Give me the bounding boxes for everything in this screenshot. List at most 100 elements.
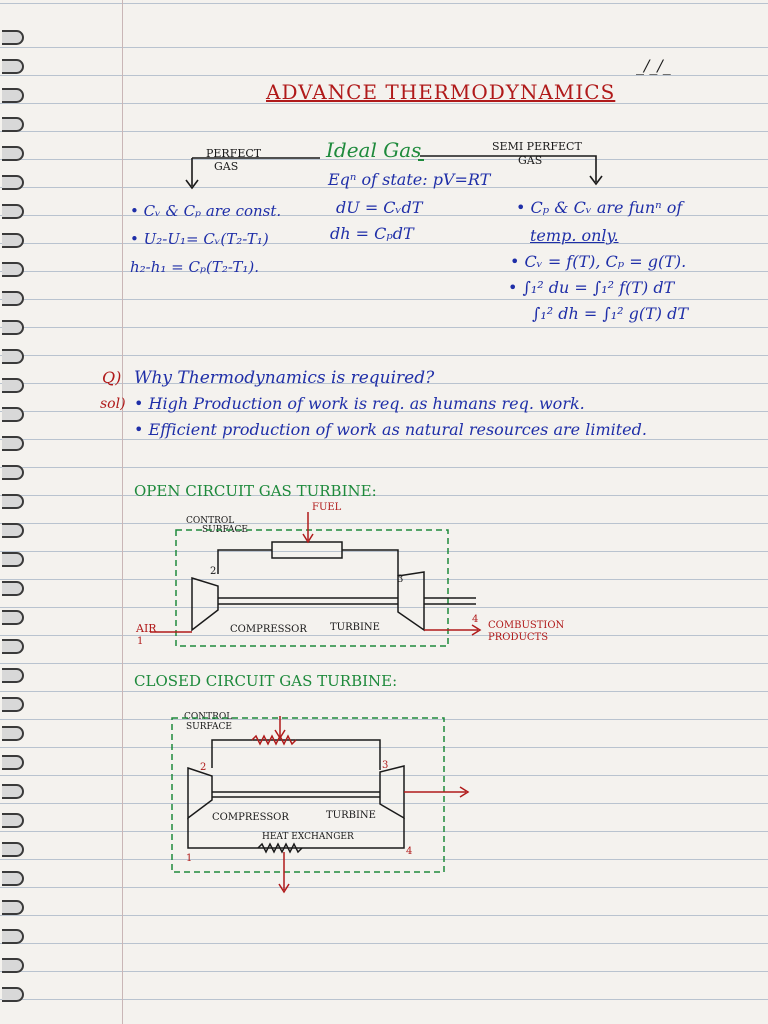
- spiral-ring: [2, 784, 24, 799]
- closed-turbine: [379, 765, 405, 820]
- spiral-ring: [2, 929, 24, 944]
- fuel-label: FUEL: [312, 502, 342, 513]
- closed-state-3: 3: [382, 760, 389, 771]
- spiral-ring: [2, 204, 24, 219]
- semi-perfect-gas-label-1: SEMI PERFECT: [492, 140, 582, 153]
- closed-control-label-1: CONTROL: [184, 712, 233, 722]
- closed-turbine-label: TURBINE: [326, 810, 376, 821]
- spiral-ring: [2, 726, 24, 741]
- spiral-ring: [2, 30, 24, 45]
- spiral-ring: [2, 552, 24, 567]
- semi-perfect-point-5: ∫₁² dh = ∫₁² g(T) dT: [532, 304, 689, 323]
- answer-1: • High Production of work is req. as hum…: [134, 394, 585, 413]
- spiral-ring: [2, 349, 24, 364]
- spiral-ring: [2, 639, 24, 654]
- open-flow-lines: [217, 549, 399, 576]
- spiral-ring: [2, 523, 24, 538]
- closed-state-2: 2: [200, 762, 207, 773]
- page-title: ADVANCE THERMODYNAMICS: [266, 80, 616, 104]
- spiral-ring: [2, 987, 24, 1002]
- spiral-ring: [2, 320, 24, 335]
- fuel-arrowhead: [302, 533, 314, 544]
- spiral-ring: [2, 494, 24, 509]
- open-control-label-1: CONTROL: [186, 516, 235, 526]
- open-compressor-label: COMPRESSOR: [230, 624, 307, 635]
- ideal-gas-heading: Ideal Gas: [326, 138, 422, 162]
- spiral-ring: [2, 697, 24, 712]
- spiral-ring: [2, 465, 24, 480]
- heater-coil: [251, 734, 297, 746]
- spiral-ring: [2, 900, 24, 915]
- heat-exchanger-coil: [257, 842, 303, 854]
- spiral-ring: [2, 407, 24, 422]
- perfect-gas-label-1: PERFECT: [206, 147, 262, 160]
- spiral-ring: [2, 581, 24, 596]
- closed-control-label-2: SURFACE: [186, 722, 232, 732]
- exhaust-arrowhead: [471, 624, 482, 636]
- dh-relation: dh = CₚdT: [330, 224, 414, 243]
- semi-perfect-point-3: • Cᵥ = f(T), Cₚ = g(T).: [510, 252, 687, 271]
- work-out-arrowhead: [459, 786, 470, 798]
- spiral-ring: [2, 117, 24, 132]
- spiral-ring: [2, 59, 24, 74]
- closed-compressor-label: COMPRESSOR: [212, 812, 289, 823]
- perfect-gas-point-3: h₂-h₁ = Cₚ(T₂-T₁).: [130, 258, 260, 276]
- open-state-3: 3: [397, 574, 404, 585]
- closed-state-1: 1: [186, 853, 193, 864]
- heat-exchanger-label: HEAT EXCHANGER: [262, 832, 354, 842]
- open-compressor: [191, 576, 219, 632]
- ideal-gas-branches: [185, 155, 603, 190]
- spiral-ring: [2, 755, 24, 770]
- semi-perfect-point-2: temp. only.: [530, 226, 619, 245]
- closed-shaft: [212, 791, 380, 798]
- open-cycle-heading: OPEN CIRCUIT GAS TURBINE:: [134, 482, 377, 500]
- spiral-ring: [2, 958, 24, 973]
- combustion-chamber: [271, 541, 343, 559]
- spiral-ring: [2, 233, 24, 248]
- open-state-2: 2: [210, 566, 217, 577]
- spiral-ring: [2, 175, 24, 190]
- perfect-gas-point-2: • U₂-U₁= Cᵥ(T₂-T₁): [130, 230, 269, 248]
- open-shaft: [218, 597, 398, 605]
- spiral-ring: [2, 291, 24, 306]
- open-turbine: [397, 571, 425, 632]
- spiral-ring: [2, 871, 24, 886]
- spiral-ring: [2, 146, 24, 161]
- spiral-ring: [2, 813, 24, 828]
- spiral-ring: [2, 668, 24, 683]
- semi-perfect-gas-label-2: GAS: [518, 154, 543, 167]
- question-label: Q): [102, 368, 122, 387]
- spiral-ring: [2, 842, 24, 857]
- perfect-gas-point-1: • Cᵥ & Cₚ are const.: [130, 202, 282, 220]
- closed-state-4: 4: [406, 846, 413, 857]
- spiral-ring: [2, 436, 24, 451]
- open-state-1: 1: [137, 636, 144, 647]
- spiral-ring: [2, 378, 24, 393]
- answer-2: • Efficient production of work as natura…: [134, 420, 647, 439]
- closed-compressor: [187, 766, 213, 820]
- combustion-label-1: COMBUSTION: [488, 620, 565, 631]
- heat-in-arrowhead: [274, 729, 286, 740]
- semi-perfect-point-4: • ∫₁² du = ∫₁² f(T) dT: [508, 278, 675, 297]
- closed-top-loop: [211, 739, 381, 770]
- open-control-surface: [175, 529, 449, 647]
- du-relation: dU = CᵥdT: [336, 198, 423, 217]
- open-state-4: 4: [472, 614, 479, 625]
- eq-of-state: Eqⁿ of state: pV=RT: [328, 170, 491, 189]
- open-control-label-2: SURFACE: [202, 525, 248, 535]
- heat-out-arrowhead: [278, 883, 290, 894]
- combustion-label-2: PRODUCTS: [488, 632, 549, 643]
- open-output-shaft: [424, 597, 476, 605]
- closed-control-surface: [171, 717, 445, 873]
- spiral-ring: [2, 262, 24, 277]
- open-cycle-diagram: [150, 512, 482, 647]
- margin-line: [122, 0, 123, 1024]
- solution-label: sol): [100, 396, 126, 412]
- closed-cycle-heading: CLOSED CIRCUIT GAS TURBINE:: [134, 672, 398, 690]
- closed-cycle-diagram: [171, 716, 470, 894]
- spiral-ring: [2, 88, 24, 103]
- date-field: _/_/_: [636, 56, 671, 75]
- spiral-binding: [0, 30, 26, 1020]
